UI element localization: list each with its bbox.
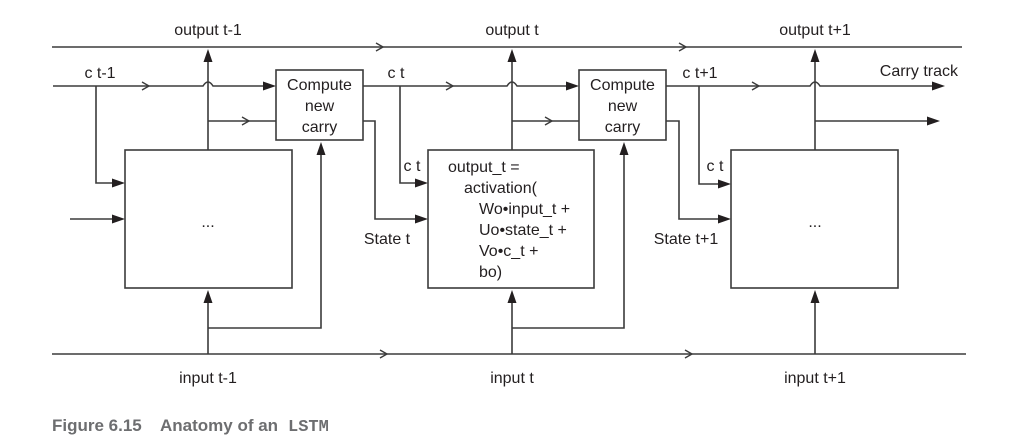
input-to-compute-0 (208, 153, 322, 329)
arrowhead-icon (112, 214, 125, 224)
compute-box-1-line-0: Compute (590, 77, 655, 94)
arrowhead-icon (203, 290, 213, 303)
state-branches (208, 116, 940, 126)
arrowhead-icon (507, 49, 517, 62)
output-label-0: output t-1 (174, 22, 242, 39)
state-label-1: State t (364, 231, 411, 248)
cell-1-line-1: activation( (464, 180, 538, 197)
open-arrow-icon (678, 42, 688, 52)
arrowhead-icon (718, 179, 731, 189)
carry-label-1: c t (388, 65, 405, 82)
arrowhead-icon (203, 49, 213, 62)
state-label-2: State t+1 (654, 231, 719, 248)
arrowhead-icon (810, 49, 820, 62)
carry-into-cell-label-2: c t (707, 158, 724, 175)
arrowhead-icon (566, 81, 579, 91)
compute-box-0-line-0: Compute (287, 77, 352, 94)
input-to-compute-1 (512, 153, 625, 329)
cell-2: ... (730, 149, 899, 289)
carry-track (53, 81, 945, 91)
arrowhead-icon (927, 116, 940, 126)
figure-caption: Figure 6.15 Anatomy of an LSTM (52, 416, 329, 437)
open-arrow-icon (375, 42, 385, 52)
cell-0-ellipsis: ... (201, 214, 214, 231)
cell-1-line-0: output_t = (448, 159, 520, 176)
cell-output-connectors (203, 49, 820, 150)
state-feed-1 (363, 120, 419, 220)
input-label-2: input t+1 (784, 370, 846, 387)
cell-1-line-4: Vo•c_t + (479, 243, 538, 260)
caption-text: Anatomy of an (160, 416, 278, 435)
arrowhead-icon (263, 81, 276, 91)
cell-2-inputs (666, 86, 731, 224)
caption-code: LSTM (288, 418, 329, 437)
carry-line-1 (363, 81, 575, 87)
arrowhead-icon (718, 214, 731, 224)
input-label-0: input t-1 (179, 370, 237, 387)
open-arrow-icon (544, 116, 554, 126)
carry-track-label: Carry track (880, 63, 959, 80)
arrowhead-icon (810, 290, 820, 303)
arrowhead-icon (415, 214, 428, 224)
cell-2-ellipsis: ... (808, 214, 821, 231)
open-arrow-icon (141, 81, 151, 91)
open-arrow-icon (241, 116, 251, 126)
compute-box-0-line-2: carry (302, 119, 338, 136)
cell-1-inputs (363, 86, 428, 224)
state-feed-2 (666, 120, 722, 220)
carry-line-0 (53, 81, 272, 87)
open-arrow-icon (445, 81, 455, 91)
output-label-2: output t+1 (779, 22, 851, 39)
open-arrow-icon (379, 349, 389, 359)
cell-1: output_t = activation( Wo•input_t + Uo•s… (427, 149, 595, 289)
compute-box-0-line-1: new (305, 98, 335, 115)
arrowhead-icon (112, 178, 125, 188)
arrowhead-icon (507, 290, 517, 303)
carry-line-2 (666, 81, 935, 87)
input-label-1: input t (490, 370, 534, 387)
carry-label-2: c t+1 (682, 65, 717, 82)
open-arrow-icon (751, 81, 761, 91)
carry-feed-1 (399, 86, 419, 184)
open-arrow-icon (684, 349, 694, 359)
compute-box-1-line-2: carry (605, 119, 641, 136)
output-track (52, 42, 962, 52)
cell-1-line-5: bo) (479, 264, 502, 281)
output-label-1: output t (485, 22, 539, 39)
input-feeds (203, 142, 820, 354)
carry-feed-2 (698, 86, 722, 185)
arrowhead-icon (415, 178, 428, 188)
cell-0: ... (124, 149, 293, 289)
cell-1-line-2: Wo•input_t + (479, 201, 570, 218)
compute-box-1-line-1: new (608, 98, 638, 115)
cell-1-line-3: Uo•state_t + (479, 222, 567, 239)
arrowhead-icon (932, 81, 945, 91)
compute-box-0: Compute new carry (275, 69, 364, 141)
compute-box-1: Compute new carry (578, 69, 667, 141)
arrowhead-icon (619, 142, 629, 155)
carry-into-cell-label-1: c t (404, 158, 421, 175)
caption-number: Figure 6.15 (52, 416, 142, 435)
input-track (52, 349, 966, 359)
arrowhead-icon (316, 142, 326, 155)
carry-feed-0 (95, 86, 116, 184)
carry-label-0: c t-1 (84, 65, 115, 82)
cell-0-inputs (70, 86, 125, 224)
